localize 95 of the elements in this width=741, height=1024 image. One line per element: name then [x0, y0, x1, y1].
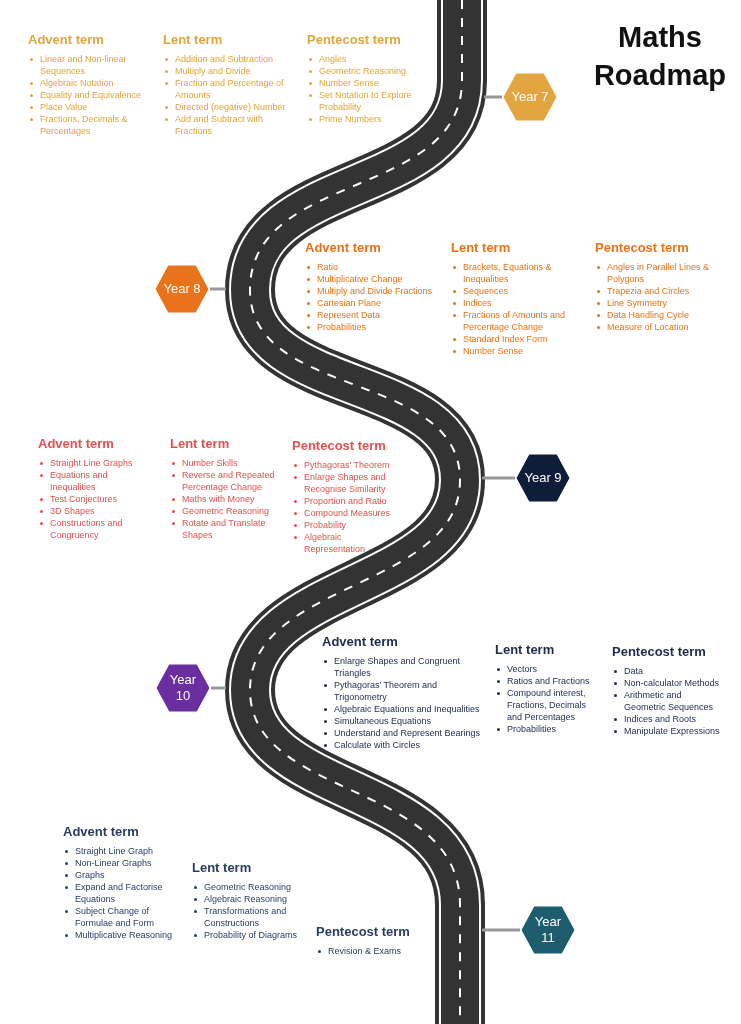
topic-item: Maths with Money — [182, 494, 255, 504]
topic-item: Indices and Roots — [624, 714, 697, 724]
topic-item: Multiplicative Change — [317, 274, 403, 284]
term-heading: Pentecost term — [612, 644, 707, 659]
topic-item: Probability of Diagrams — [204, 930, 298, 940]
term-heading: Lent term — [192, 860, 253, 875]
topic-item: Add and Subtract with Fractions — [175, 114, 264, 136]
topic-item: Set Notation to Explore Probability — [319, 90, 412, 112]
topic-item: Sequences — [463, 286, 509, 296]
topic-item: Ratio — [317, 262, 338, 272]
topic-item: Multiplicative Reasoning — [75, 930, 173, 940]
topic-item: Data — [624, 666, 643, 676]
topic-item: Equality and Equivalence — [40, 90, 142, 100]
term-heading: Lent term — [495, 642, 556, 657]
year-hexagon: Year 7 — [502, 72, 558, 122]
topic-item: Algebraic Notation — [40, 78, 114, 88]
topic-item: Constructions and Congruency — [50, 518, 123, 540]
year-hexagon: Year 11 — [520, 905, 576, 955]
year-hexagon: Year 10 — [155, 663, 211, 713]
topic-item: Linear and Non-linear Sequences — [40, 54, 127, 76]
topic-item: Calculate with Circles — [334, 740, 421, 750]
term-heading: Lent term — [163, 32, 224, 47]
topic-item: Probabilities — [317, 322, 367, 332]
topic-item: Fractions of Amounts and Percentage Change — [463, 310, 566, 332]
topic-item: Straight Line Graph — [75, 846, 154, 856]
topic-item: Proportion and Ratio — [304, 496, 387, 506]
topic-item: Geometric Reasoning — [182, 506, 270, 516]
topic-item: Data Handling Cycle — [607, 310, 690, 320]
topic-item: Subject Change of Formulae and Form — [75, 906, 155, 928]
topic-item: Probabilities — [507, 724, 557, 734]
topic-item: Geometric Reasoning — [204, 882, 292, 892]
topic-item: Simultaneous Equations — [334, 716, 432, 726]
term-heading: Pentecost term — [292, 438, 387, 453]
topic-item: Compound interest, Fractions, Decimals and Percentages — [507, 688, 587, 722]
topic-item: Straight Line Graphs — [50, 458, 133, 468]
term-heading: Advent term — [305, 240, 382, 255]
topic-item: Ratios and Fractions — [507, 676, 590, 686]
topic-item: Pythagoras' Theorem — [304, 460, 390, 470]
topic-item: Multiply and Divide — [175, 66, 251, 76]
topic-item: Fractions, Decimals & Percentages — [40, 114, 128, 136]
topic-item: Angles in Parallel Lines & Polygons — [607, 262, 710, 284]
topic-item: Brackets, Equations & Inequalities — [463, 262, 552, 284]
topic-item: Test Conjectures — [50, 494, 118, 504]
topic-item: Number Skills — [182, 458, 238, 468]
term-heading: Advent term — [63, 824, 140, 839]
topic-item: Fraction and Percentage of Amounts — [175, 78, 284, 100]
term-heading: Lent term — [451, 240, 512, 255]
topic-item: Angles — [319, 54, 347, 64]
topic-item: Algebraic Representation — [304, 532, 366, 554]
topic-item: Indices — [463, 298, 492, 308]
topic-item: Place Value — [40, 102, 88, 112]
term-heading: Pentecost term — [595, 240, 690, 255]
topic-item: Reverse and Repeated Percentage Change — [182, 470, 275, 492]
topic-item: Vectors — [507, 664, 537, 674]
topic-item: 3D Shapes — [50, 506, 95, 516]
title: Maths Roadmap — [592, 20, 728, 93]
topic-item: Non-calculator Methods — [624, 678, 720, 688]
topic-item: Enlarge Shapes and Congruent Triangles — [334, 656, 461, 678]
topic-item: Probability — [304, 520, 347, 530]
topic-item: Rotate and Translate Shapes — [182, 518, 266, 540]
term-heading: Lent term — [170, 436, 231, 451]
year-hexagon: Year 8 — [154, 264, 210, 314]
topic-item: Measure of Location — [607, 322, 689, 332]
topic-item: Trapezia and Circles — [607, 286, 690, 296]
year-hexagon: Year 9 — [515, 453, 571, 503]
topic-item: Prime Numbers — [319, 114, 382, 124]
topic-item: Geometric Reasoning — [319, 66, 407, 76]
topic-item: Non-Linear Graphs — [75, 858, 152, 868]
topic-item: Number Sense — [463, 346, 524, 356]
term-heading: Pentecost term — [316, 924, 411, 939]
topic-item: Enlarge Shapes and Recognise Similarity — [304, 472, 386, 494]
topic-item: Revision & Exams — [328, 946, 402, 956]
topic-item: Standard Index Form — [463, 334, 548, 344]
topic-item: Pythagoras' Theorem and Trigonometry — [334, 680, 438, 702]
topic-item: Compound Measures — [304, 508, 391, 518]
topic-item: Equations and Inequalities — [50, 470, 108, 492]
topic-item: Represent Data — [317, 310, 381, 320]
topic-item: Number Sense — [319, 78, 380, 88]
term-heading: Pentecost term — [307, 32, 402, 47]
topic-item: Manipulate Expressions — [624, 726, 720, 736]
topic-item: Addition and Subtraction — [175, 54, 274, 64]
topic-item: Algebraic Reasoning — [204, 894, 288, 904]
topic-item: Graphs — [75, 870, 105, 880]
topic-item: Transformations and Constructions — [204, 906, 287, 928]
topic-item: Line Symmetry — [607, 298, 668, 308]
term-heading: Advent term — [322, 634, 399, 649]
term-heading: Advent term — [38, 436, 115, 451]
topic-item: Multiply and Divide Fractions — [317, 286, 433, 296]
topic-item: Expand and Factorise Equations — [75, 882, 163, 904]
topic-item: Algebraic Equations and Inequalities — [334, 704, 480, 714]
topic-item: Understand and Represent Bearings — [334, 728, 481, 738]
topic-item: Cartesian Plane — [317, 298, 382, 308]
term-heading: Advent term — [28, 32, 105, 47]
topic-item: Directed (negative) Number — [175, 102, 286, 112]
topic-item: Arithmetic and Geometric Sequences — [624, 690, 714, 712]
